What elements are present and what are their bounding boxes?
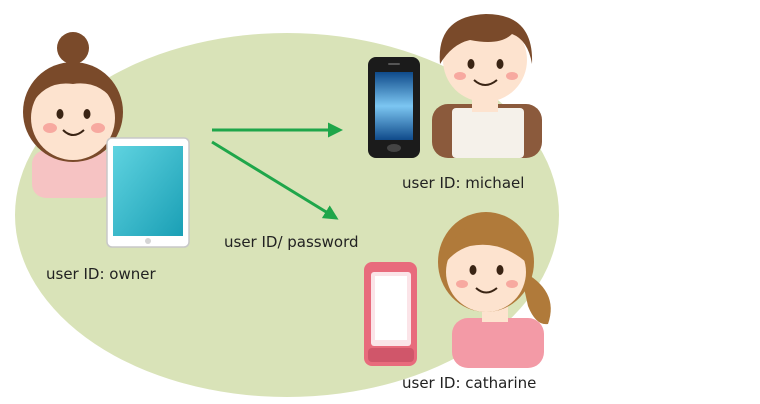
owner-label: user ID: owner — [46, 265, 156, 283]
arrow-to-catharine — [211, 140, 339, 220]
michael-avatar — [432, 14, 542, 158]
owner-avatar — [23, 32, 123, 198]
smartphone-icon — [368, 57, 420, 158]
flip-phone-icon — [364, 262, 417, 366]
network-ellipse — [15, 33, 559, 397]
michael-label: user ID: michael — [402, 174, 525, 192]
catharine-label: user ID: catharine — [402, 374, 537, 392]
tablet-icon — [106, 137, 190, 248]
message-label: user ID/ password — [224, 233, 359, 251]
catharine-avatar — [438, 212, 551, 368]
